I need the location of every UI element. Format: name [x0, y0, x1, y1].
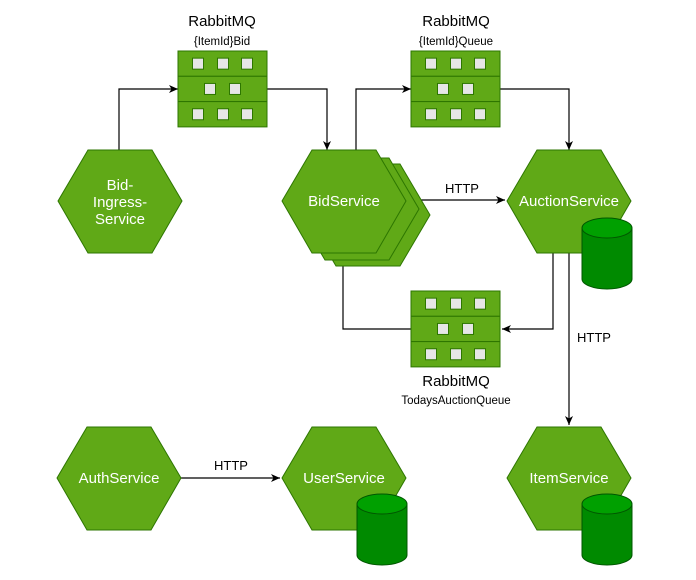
queue-message-cell	[425, 297, 437, 310]
bid-ingress-label-line-3: Service	[95, 211, 145, 228]
queue-message-cell	[229, 82, 241, 95]
auth-service-node: AuthService	[56, 426, 182, 531]
edge-label-bid-to-auction: HTTP	[445, 181, 479, 196]
todays-queue-name: TodaysAuctionQueue	[401, 395, 510, 407]
queue-message-cell	[462, 322, 474, 335]
edge-item-queue-to-auction-service	[500, 88, 573, 150]
todays-queue-node: RabbitMQ TodaysAuctionQueue	[401, 290, 511, 407]
auction-service-label: AuctionService	[519, 193, 619, 210]
edge-todays-queue-to-bid-service	[339, 253, 411, 330]
queue-message-cell	[204, 82, 216, 95]
todays-queue-title: RabbitMQ	[422, 373, 490, 390]
queue-message-cell	[450, 108, 462, 121]
auction-service-node: AuctionService	[506, 149, 633, 290]
queue-message-cell	[474, 57, 486, 70]
bid-service-node: BidService	[281, 149, 431, 267]
queue-message-cell	[450, 297, 462, 310]
queue-message-cell	[241, 57, 253, 70]
queue-row	[410, 315, 501, 343]
queue-message-cell	[192, 108, 204, 121]
queue-message-cell	[474, 348, 486, 361]
user-service-node: UserService	[281, 426, 408, 566]
queue-message-cell	[217, 108, 229, 121]
queue-message-cell	[437, 82, 449, 95]
queue-message-cell	[450, 348, 462, 361]
item-queue-icon	[410, 50, 501, 128]
edge-bid-ingress-to-bid-queue	[118, 85, 178, 150]
queue-message-cell	[217, 57, 229, 70]
edge-label-auction-to-item: HTTP	[577, 330, 611, 345]
user-service-label: UserService	[303, 470, 385, 487]
bid-ingress-label-line-2: Ingress-	[93, 194, 147, 211]
edge-bid-queue-to-bid-service	[266, 88, 331, 150]
item-service-label: ItemService	[529, 470, 608, 487]
bid-queue-title: RabbitMQ	[188, 13, 256, 30]
bid-queue-node: RabbitMQ {ItemId}Bid	[177, 13, 268, 128]
bid-service-label: BidService	[308, 193, 380, 210]
edge-label-auth-to-user: HTTP	[214, 458, 248, 473]
edge-bid-service-to-item-queue	[355, 85, 411, 156]
queue-row	[410, 75, 501, 103]
item-queue-name: {ItemId}Queue	[419, 36, 493, 48]
queue-message-cell	[450, 57, 462, 70]
queue-row	[177, 75, 268, 103]
bid-ingress-label-line-1: Bid-	[107, 177, 134, 194]
bid-queue-icon	[177, 50, 268, 128]
item-database-icon	[581, 493, 633, 566]
item-queue-node: RabbitMQ {ItemId}Queue	[410, 13, 501, 128]
queue-message-cell	[425, 57, 437, 70]
queue-message-cell	[425, 108, 437, 121]
item-queue-title: RabbitMQ	[422, 13, 490, 30]
auction-database-icon	[581, 217, 633, 290]
user-database-icon	[356, 493, 408, 566]
bid-queue-name: {ItemId}Bid	[194, 36, 250, 48]
queue-message-cell	[462, 82, 474, 95]
queue-message-cell	[192, 57, 204, 70]
queue-message-cell	[437, 322, 449, 335]
auth-service-label: AuthService	[79, 470, 160, 487]
item-service-node: ItemService	[506, 426, 633, 566]
queue-message-cell	[425, 348, 437, 361]
bid-service-stack-front	[281, 149, 407, 254]
edges	[118, 85, 573, 482]
queue-message-cell	[241, 108, 253, 121]
edge-auction-service-to-todays-queue	[502, 252, 554, 333]
queue-message-cell	[474, 108, 486, 121]
todays-queue-icon	[410, 290, 501, 368]
queue-message-cell	[474, 297, 486, 310]
bid-ingress-service-node: Bid- Ingress- Service	[57, 149, 183, 254]
